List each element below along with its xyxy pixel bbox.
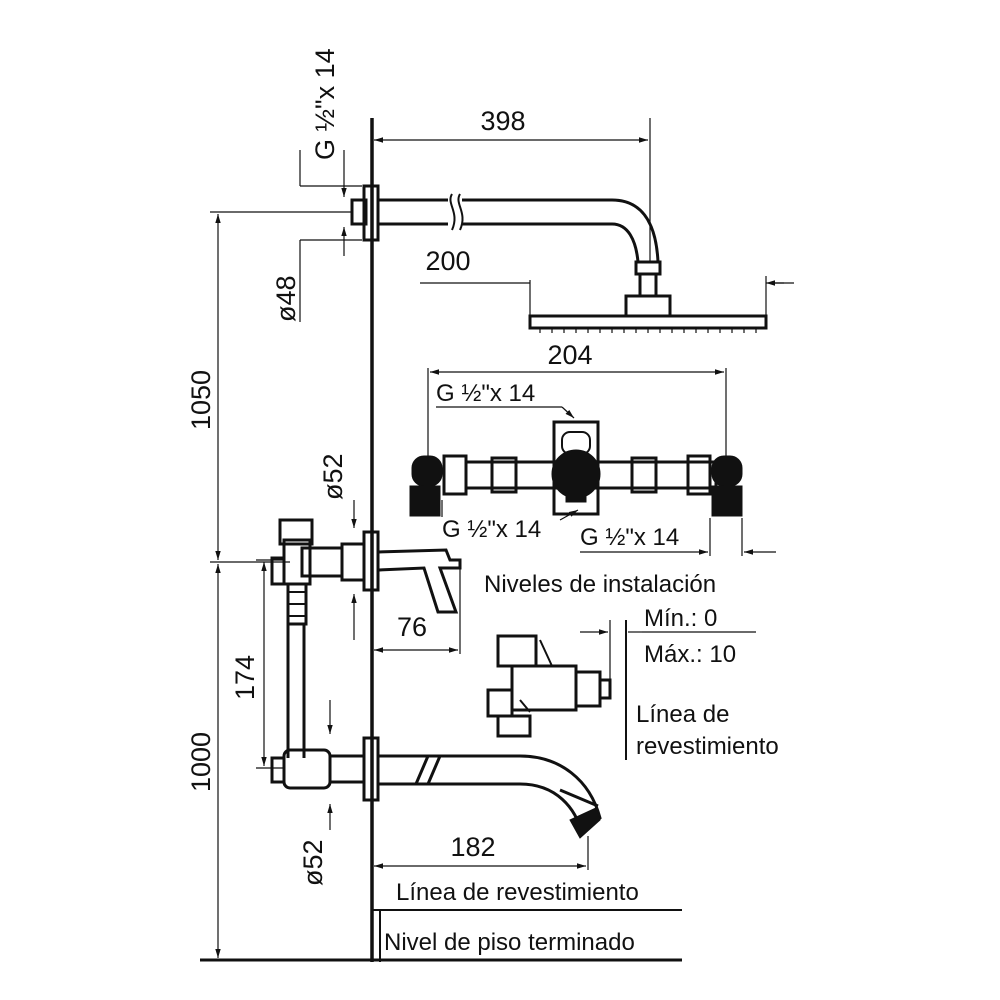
shower-head-nozzles — [539, 328, 757, 333]
dim-valve-outlet-right: G ½"x 14 — [580, 518, 776, 556]
floor-level-label: Nivel de piso terminado — [384, 929, 635, 956]
spout-body — [378, 754, 602, 837]
installation-facing-1: Línea de — [636, 701, 729, 728]
shower-arm-assembly — [350, 184, 768, 333]
valve-inlet-thread-label: G ½"x 14 — [436, 380, 535, 407]
top-thread-label: G ½"x 14 — [310, 48, 340, 160]
dim-1000-label: 1000 — [186, 732, 216, 792]
dim-shower-head-width: 204 — [547, 276, 794, 370]
dim-spout-projection: 182 — [374, 832, 589, 870]
facing-line-label: Línea de revestimiento — [396, 879, 639, 906]
dim-200-label: 200 — [425, 246, 470, 276]
dim-spout-flange: ø52 — [298, 700, 333, 886]
riser-pipe — [286, 624, 306, 758]
dim-mixer-spacing: 174 — [230, 559, 284, 769]
installation-title: Niveles de instalación — [484, 571, 716, 598]
mixer-assembly — [270, 518, 462, 626]
dim-174-label: 174 — [230, 655, 260, 700]
installation-facing-2: revestimiento — [636, 733, 779, 760]
arm-swivel-joint — [634, 260, 662, 276]
arm-break-symbol — [449, 193, 464, 231]
mixer-lever — [376, 548, 462, 614]
dim-valve-inlet-thread: G ½"x 14 — [436, 380, 575, 419]
dim-valve-outlet-left: G ½"x 14 — [441, 500, 579, 543]
shower-arm-lower — [378, 222, 640, 263]
dim-o52-mixer-label: ø52 — [318, 453, 348, 500]
spout-assembly — [270, 736, 602, 839]
shower-arm-upper — [378, 198, 660, 263]
dim-mixer-projection: 76 — [374, 568, 461, 654]
dim-valve-span — [427, 368, 727, 456]
dim-398-label: 398 — [480, 106, 525, 136]
dim-o52-spout-label: ø52 — [298, 839, 328, 886]
shower-head-hub — [624, 294, 672, 318]
dim-1050-label: 1050 — [186, 370, 216, 430]
diverter-valve — [409, 420, 743, 517]
dim-shower-arm-section: 200 — [420, 246, 531, 318]
dim-182-label: 182 — [450, 832, 495, 862]
installation-min: Mín.: 0 — [644, 605, 717, 632]
dim-o48-label: ø48 — [271, 275, 301, 322]
installation-max: Máx.: 10 — [644, 641, 736, 668]
dim-shower-arm-length: 398 — [374, 106, 651, 262]
installation-levels-detail: Niveles de instalación Mín.: 0 Máx.: 10 … — [484, 571, 779, 760]
valve-outlet-left-label: G ½"x 14 — [442, 516, 541, 543]
dim-top-thread: G ½"x 14 — [299, 48, 362, 256]
dim-shower-height: 1050 — [186, 211, 352, 563]
dim-top-flange: ø48 — [271, 240, 301, 322]
dim-mixer-flange: ø52 — [318, 453, 357, 640]
dim-204-label: 204 — [547, 340, 592, 370]
dim-76-label: 76 — [397, 612, 427, 642]
shower-head-plate — [528, 314, 768, 330]
dim-mixer-height: 1000 — [186, 564, 221, 958]
valve-outlet-right-label: G ½"x 14 — [580, 524, 679, 551]
top-wall-flange — [362, 184, 380, 242]
